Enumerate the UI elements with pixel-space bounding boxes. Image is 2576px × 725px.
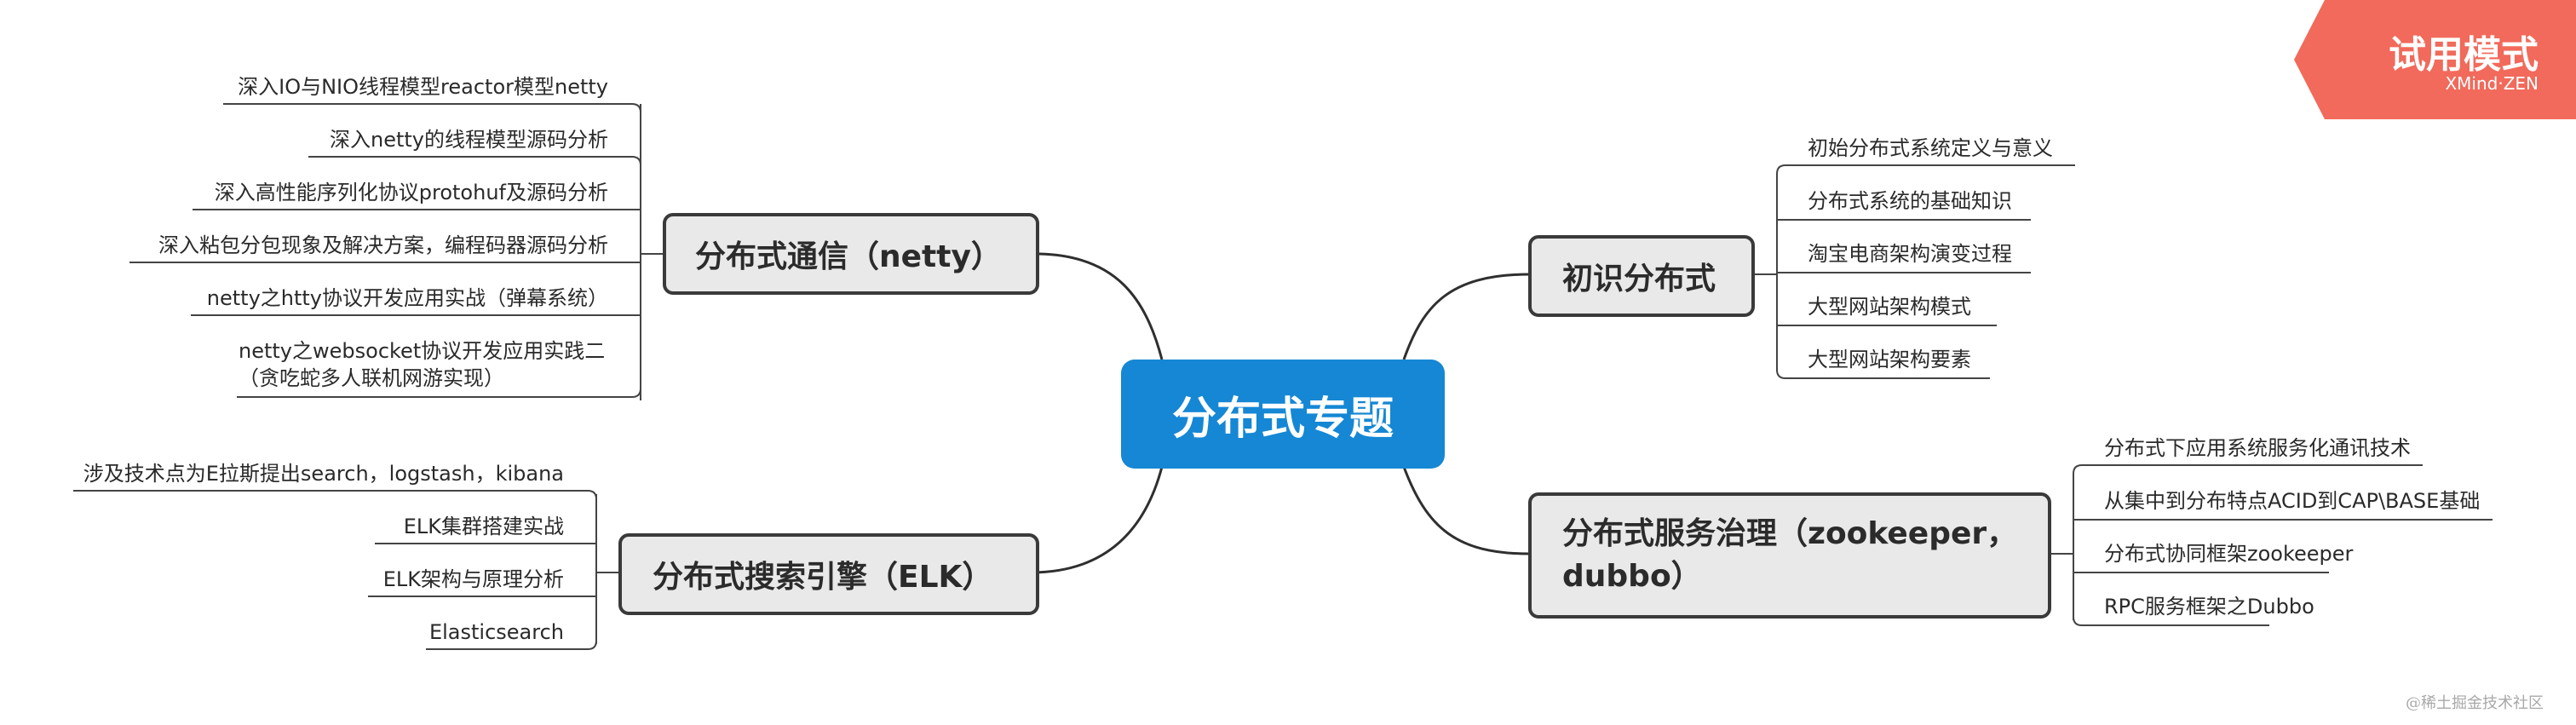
governance-leaf-4[interactable]: RPC服务框架之Dubbo	[2104, 595, 2314, 619]
branch-elk-title: 分布式搜索引擎（ELK）	[653, 560, 993, 595]
intro-leaf-2[interactable]: 分布式系统的基础知识	[1808, 189, 2012, 213]
connector-center-netty	[1038, 252, 1164, 360]
badge-shape	[2294, 0, 2576, 119]
branch-governance[interactable]: 分布式服务治理（zookeeper， dubbo）	[1528, 492, 2051, 619]
badge-subtitle: XMind·ZEN	[2445, 73, 2539, 94]
watermark-text: @稀土掘金技术社区	[2406, 694, 2544, 712]
underline-gov-1	[2073, 464, 2423, 475]
intro-leaf-1[interactable]: 初始分布式系统定义与意义	[1808, 136, 2053, 160]
netty-leaf-1[interactable]: 深入IO与NIO线程模型reactor模型netty	[238, 75, 608, 99]
connector-center-governance	[1402, 466, 1530, 555]
underline-elk-1	[73, 490, 597, 500]
branch-intro-title: 初识分布式	[1562, 262, 1716, 296]
netty-leaf-3[interactable]: 深入高性能序列化协议protohuf及源码分析	[214, 181, 608, 204]
governance-leaf-2[interactable]: 从集中到分布特点ACID到CAP\BASE基础	[2104, 489, 2481, 513]
governance-leaf-3[interactable]: 分布式协同框架zookeeper	[2104, 542, 2354, 566]
underline-intro-5	[1776, 369, 1990, 379]
underline-netty-7	[237, 388, 641, 398]
underline-elk-4	[426, 640, 597, 650]
branch-governance-title-line1: 分布式服务治理（zookeeper，	[1562, 516, 2018, 551]
elk-leaf-1[interactable]: 涉及技术点为E拉斯提出search，logstash，kibana	[83, 462, 564, 486]
center-title: 分布式专题	[1171, 393, 1394, 445]
netty-leaf-2[interactable]: 深入netty的线程模型源码分析	[330, 128, 608, 152]
branch-elk[interactable]: 分布式搜索引擎（ELK）	[618, 533, 1039, 615]
elk-leaf-3[interactable]: ELK架构与原理分析	[382, 567, 564, 591]
trial-mode-badge[interactable]: 试用模式 XMind·ZEN	[2294, 0, 2576, 119]
netty-leaf-6-line1[interactable]: netty之websocket协议开发应用实践二	[239, 339, 606, 363]
branch-netty[interactable]: 分布式通信（netty）	[663, 213, 1039, 295]
intro-leaf-5[interactable]: 大型网站架构要素	[1808, 348, 1971, 371]
intro-leaf-4[interactable]: 大型网站架构模式	[1808, 295, 1971, 319]
netty-leaf-6-line2[interactable]: （贪吃蛇多人联机网游实现）	[239, 366, 504, 390]
underline-netty-1	[223, 103, 641, 113]
bracket-netty	[639, 104, 663, 400]
elk-leaf-4[interactable]: Elasticsearch	[428, 620, 564, 644]
bracket-intro	[1755, 174, 1778, 371]
underline-netty-2	[308, 156, 641, 166]
netty-leaf-5[interactable]: netty之htty协议开发应用实战（弹幕系统）	[206, 286, 608, 310]
underline-intro-1	[1776, 164, 2075, 175]
branch-intro[interactable]: 初识分布式	[1528, 235, 1755, 317]
branch-netty-title: 分布式通信（netty）	[695, 239, 1002, 274]
elk-leaf-2[interactable]: ELK集群搭建实战	[403, 515, 564, 538]
connector-center-intro	[1402, 273, 1530, 360]
bracket-governance	[2051, 474, 2074, 620]
branch-governance-title-line2: dubbo）	[1562, 559, 1702, 594]
underline-gov-4	[2073, 616, 2269, 626]
connector-center-elk	[1030, 466, 1164, 574]
netty-leaf-4[interactable]: 深入粘包分包现象及解决方案，编程码器源码分析	[158, 233, 608, 257]
bracket-elk	[595, 494, 618, 644]
governance-leaf-1[interactable]: 分布式下应用系统服务化通讯技术	[2104, 436, 2411, 460]
center-node[interactable]: 分布式专题	[1121, 360, 1445, 469]
intro-leaf-3[interactable]: 淘宝电商架构演变过程	[1808, 242, 2012, 266]
badge-title: 试用模式	[2389, 33, 2539, 77]
